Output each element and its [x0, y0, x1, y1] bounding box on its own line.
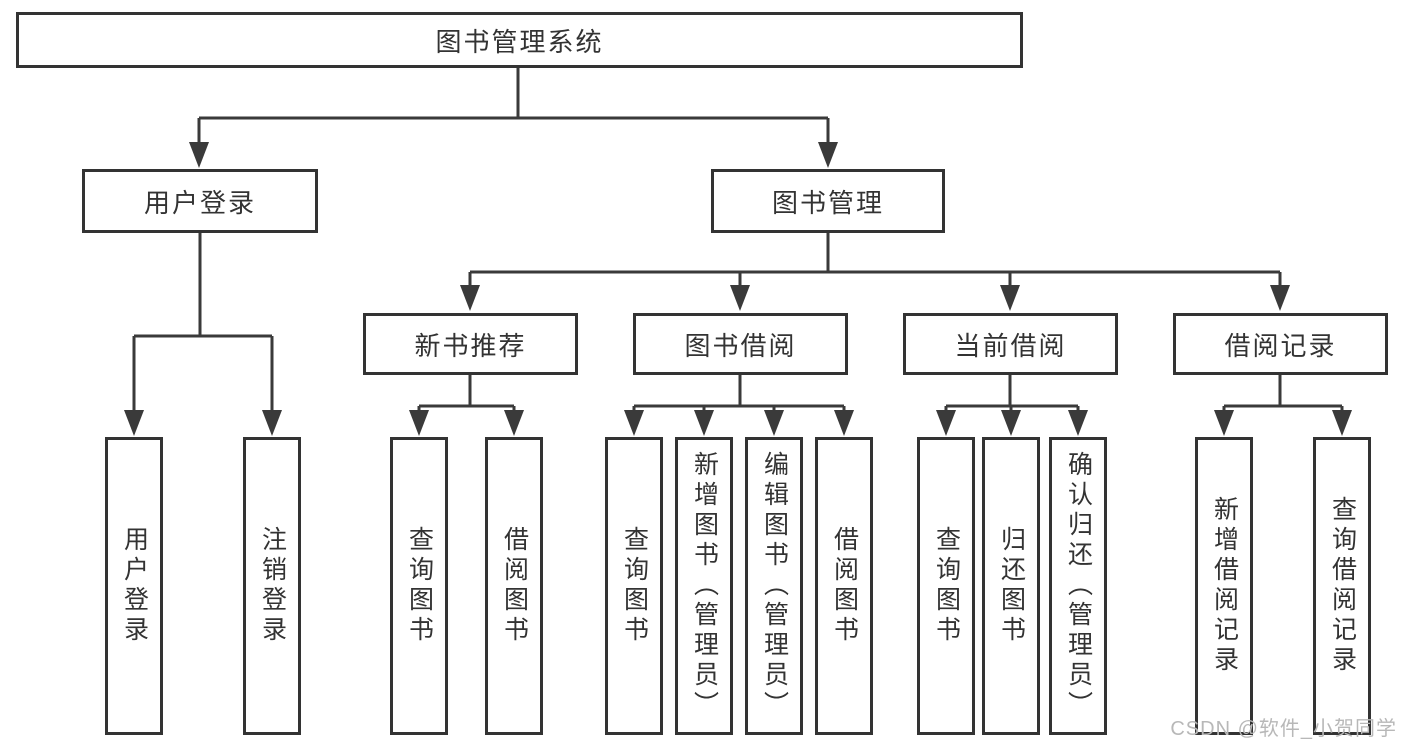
- leaf-query-borrow-record: 查询借阅记录: [1313, 437, 1371, 735]
- node-book-borrow: 图书借阅: [633, 313, 848, 375]
- leaf-user-login: 用户登录: [105, 437, 163, 735]
- leaf-borrow-books: 借阅图书: [815, 437, 873, 735]
- node-root: 图书管理系统: [16, 12, 1023, 68]
- leaf-query-books-recommend: 查询图书: [390, 437, 448, 735]
- leaf-add-book-admin: 新增图书（管理员）: [675, 437, 733, 735]
- leaf-query-books-current: 查询图书: [917, 437, 975, 735]
- leaf-borrow-books-recommend: 借阅图书: [485, 437, 543, 735]
- node-new-book-recommend: 新书推荐: [363, 313, 578, 375]
- leaf-add-borrow-record: 新增借阅记录: [1195, 437, 1253, 735]
- node-user-login: 用户登录: [82, 169, 318, 233]
- node-book-management: 图书管理: [711, 169, 945, 233]
- csdn-watermark: CSDN @软件_小贺同学: [1170, 718, 1397, 740]
- leaf-query-books-borrow: 查询图书: [605, 437, 663, 735]
- leaf-logout: 注销登录: [243, 437, 301, 735]
- leaf-edit-book-admin: 编辑图书（管理员）: [745, 437, 803, 735]
- node-borrow-records: 借阅记录: [1173, 313, 1388, 375]
- leaf-confirm-return-admin: 确认归还（管理员）: [1049, 437, 1107, 735]
- leaf-return-book: 归还图书: [982, 437, 1040, 735]
- node-current-borrow: 当前借阅: [903, 313, 1118, 375]
